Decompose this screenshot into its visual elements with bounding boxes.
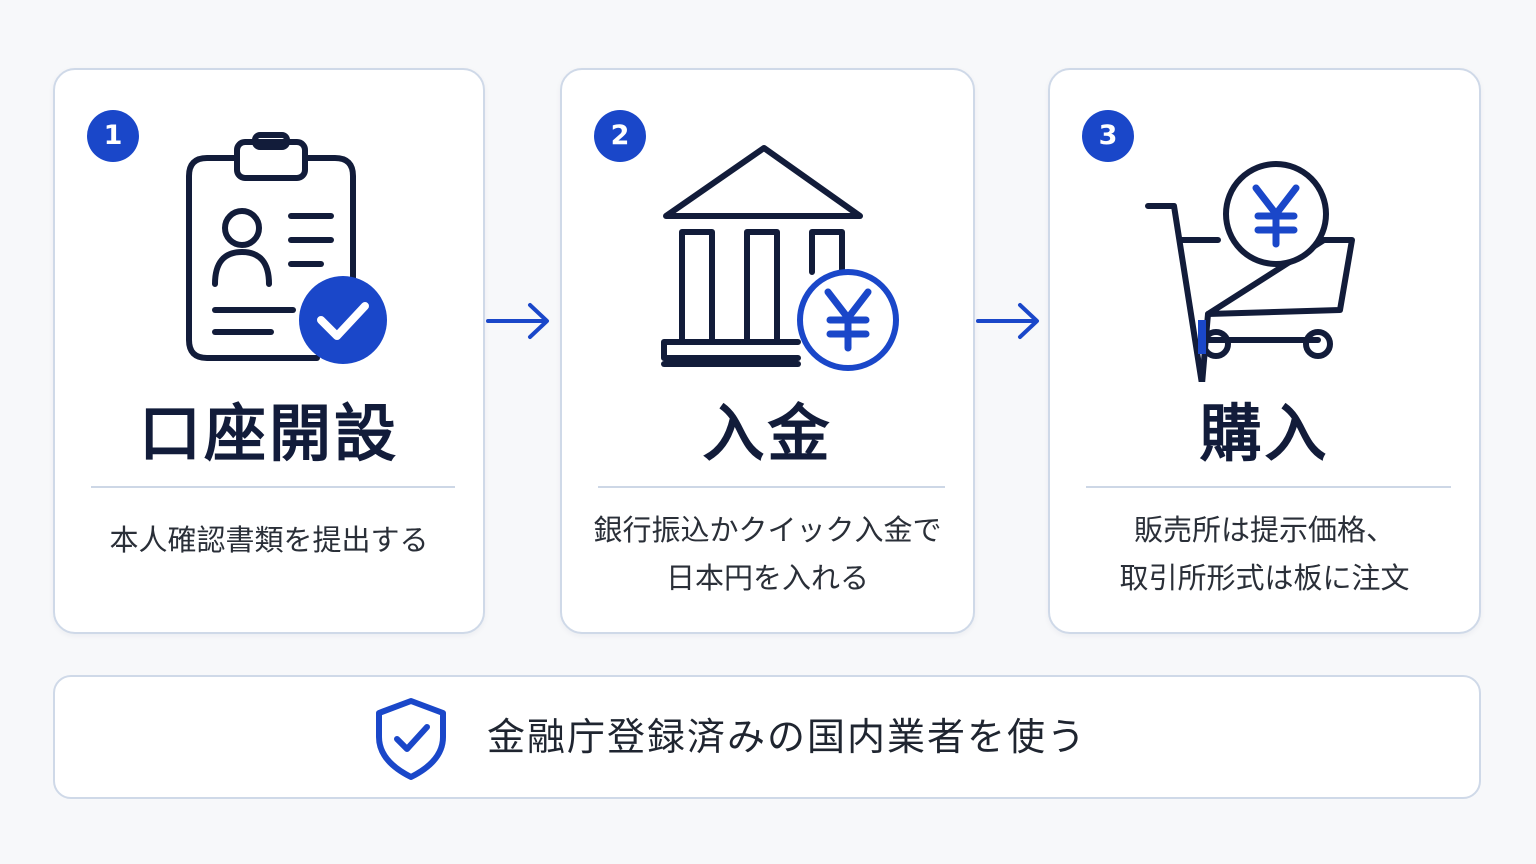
step-number-badge: 3 <box>1082 110 1134 162</box>
description-line: 日本円を入れる <box>665 561 869 595</box>
step-title: 入金 <box>702 397 833 470</box>
step-number-badge: 1 <box>87 110 139 162</box>
step-card-purchase: 3 購入 販売所は提示価格、 取引所形式は板に注文 <box>1048 68 1481 634</box>
step-card-deposit: 2 入金 銀行振込かクイック入金で 日本円を入れる <box>560 68 975 634</box>
clipboard-id-check-icon <box>186 132 387 364</box>
divider <box>91 486 455 488</box>
divider <box>598 486 945 488</box>
description-line: 販売所は提示価格、 <box>1133 513 1395 547</box>
step-title: 購入 <box>1199 397 1330 470</box>
step-number-badge: 2 <box>594 110 646 162</box>
cart-yen-icon <box>1145 161 1355 382</box>
description-line: 銀行振込かクイック入金で <box>593 513 942 547</box>
step-description: 本人確認書類を提出する <box>55 516 483 564</box>
bank-yen-icon <box>661 145 899 371</box>
step-title: 口座開設 <box>138 397 399 470</box>
shield-check-icon <box>376 698 446 780</box>
divider <box>1086 486 1451 488</box>
description-line: 取引所形式は板に注文 <box>1119 561 1410 595</box>
step-description: 銀行振込かクイック入金で 日本円を入れる <box>562 506 973 602</box>
banner-text: 金融庁登録済みの国内業者を使う <box>487 715 1088 759</box>
description-line: 本人確認書類を提出する <box>109 523 429 557</box>
arrow-right-icon <box>486 303 549 339</box>
arrow-right-icon <box>976 303 1039 339</box>
step-card-account-opening: 1 口座開設 本人確認書類を提出する <box>53 68 485 634</box>
step-description: 販売所は提示価格、 取引所形式は板に注文 <box>1050 506 1479 602</box>
registered-exchange-banner: 金融庁登録済みの国内業者を使う <box>53 675 1481 799</box>
